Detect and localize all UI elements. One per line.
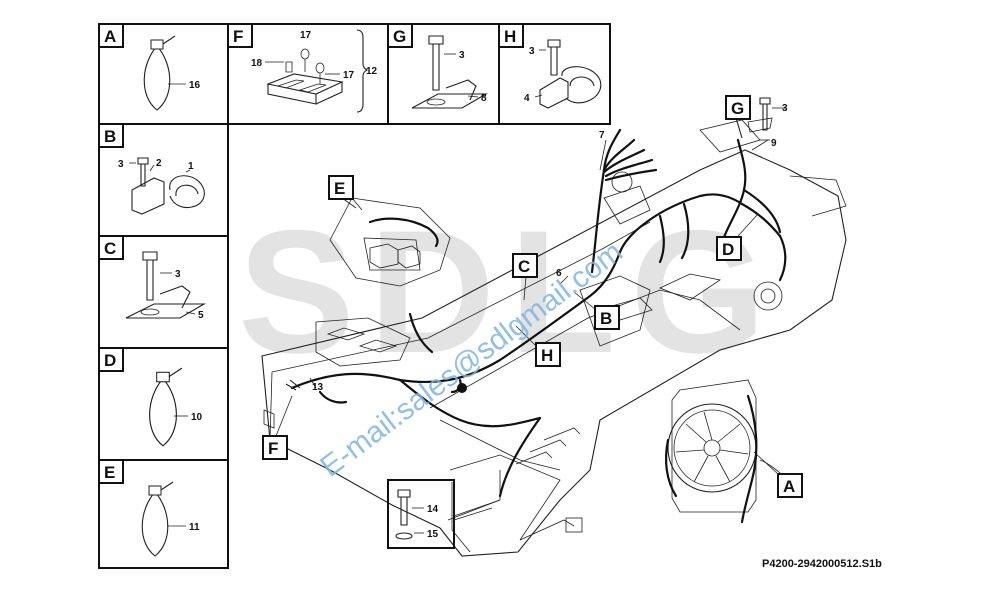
callout-f: F: [262, 395, 293, 460]
detail-panel-b: B 3 2 1: [98, 123, 205, 215]
svg-text:G: G: [731, 99, 744, 118]
svg-text:A: A: [783, 477, 795, 496]
panel-letter: B: [104, 127, 116, 146]
panel-letter: E: [104, 463, 115, 482]
part-number: 17: [343, 70, 355, 81]
panel-letter: D: [104, 351, 116, 370]
part-number: 11: [189, 522, 200, 533]
main-frame-view: 14 15 7 9 3 6 13 E: [261, 95, 847, 557]
svg-text:H: H: [541, 346, 553, 365]
callout-d: D: [716, 213, 759, 261]
callout-a: A: [753, 451, 803, 498]
callout-e: E: [328, 175, 357, 209]
part-number: 1: [188, 161, 194, 172]
svg-text:B: B: [600, 309, 612, 328]
svg-text:F: F: [268, 439, 278, 458]
detail-panel-h: H 3 4: [498, 23, 602, 109]
part-number: 8: [481, 93, 487, 104]
bracket-clamp-drawing: [539, 39, 602, 109]
panel-letter: G: [393, 27, 406, 46]
detail-panel-f: F 17 18 17 12: [227, 23, 378, 113]
brand-watermark: SDLG: [238, 195, 780, 390]
part-number: 13: [312, 382, 324, 393]
part-number: 14: [427, 504, 439, 515]
callout-g: G: [725, 95, 751, 139]
detail-panel-d: D 10: [98, 347, 203, 447]
part-number: 3: [175, 269, 181, 280]
svg-text:D: D: [722, 240, 734, 259]
bolt-on-plate-drawing: [411, 35, 489, 109]
part-number: 9: [771, 138, 777, 149]
part-number: 3: [782, 103, 788, 114]
panel-letter: H: [504, 27, 516, 46]
part-number: 3: [459, 50, 465, 61]
cable-tie-drawing: [143, 35, 176, 111]
drawing-code: P4200-2942000512.S1b: [762, 558, 882, 570]
cable-tie-drawing: [141, 481, 174, 557]
part-number: 3: [118, 159, 124, 170]
part-number: 15: [427, 529, 439, 540]
part-number: 7: [599, 130, 605, 141]
part-number: 5: [198, 310, 204, 321]
part-number: 16: [189, 80, 201, 91]
inset-a-fan-drawing: [665, 379, 785, 524]
part-number: 2: [156, 158, 162, 169]
svg-text:E: E: [334, 179, 345, 198]
panel-letter: A: [104, 27, 116, 46]
part-number: 3: [529, 46, 535, 57]
detail-panel-g: G 3 8: [387, 23, 489, 109]
clamp-bolt-g-drawing: [747, 97, 786, 141]
callout-h: H: [515, 325, 561, 367]
part-number: 4: [524, 93, 530, 104]
wiring-harness-drawing: [285, 128, 787, 498]
bolt-washer-inset: 14 15: [387, 479, 501, 549]
part-number: 18: [251, 58, 263, 69]
part-number: 10: [191, 412, 203, 423]
callout-b: B: [573, 291, 620, 330]
svg-text:C: C: [518, 257, 530, 276]
bolt-on-plate-drawing: [125, 251, 207, 319]
part-number: 12: [366, 66, 378, 77]
part-number: 6: [556, 268, 562, 279]
part-number: 17: [300, 30, 312, 41]
detail-panel-a: A 16: [98, 23, 201, 111]
callout-c: C: [512, 253, 538, 301]
detail-panel-c: C 3 5: [98, 235, 207, 321]
panel-letter: F: [233, 27, 243, 46]
detail-panel-e: E 11: [98, 459, 200, 557]
bracket-clamp-drawing: [131, 157, 205, 215]
inset-e-box-drawing: [329, 197, 451, 287]
cable-tie-drawing: [149, 367, 183, 447]
fuse-relay-box-drawing: [266, 29, 369, 113]
panel-letter: C: [104, 239, 116, 258]
